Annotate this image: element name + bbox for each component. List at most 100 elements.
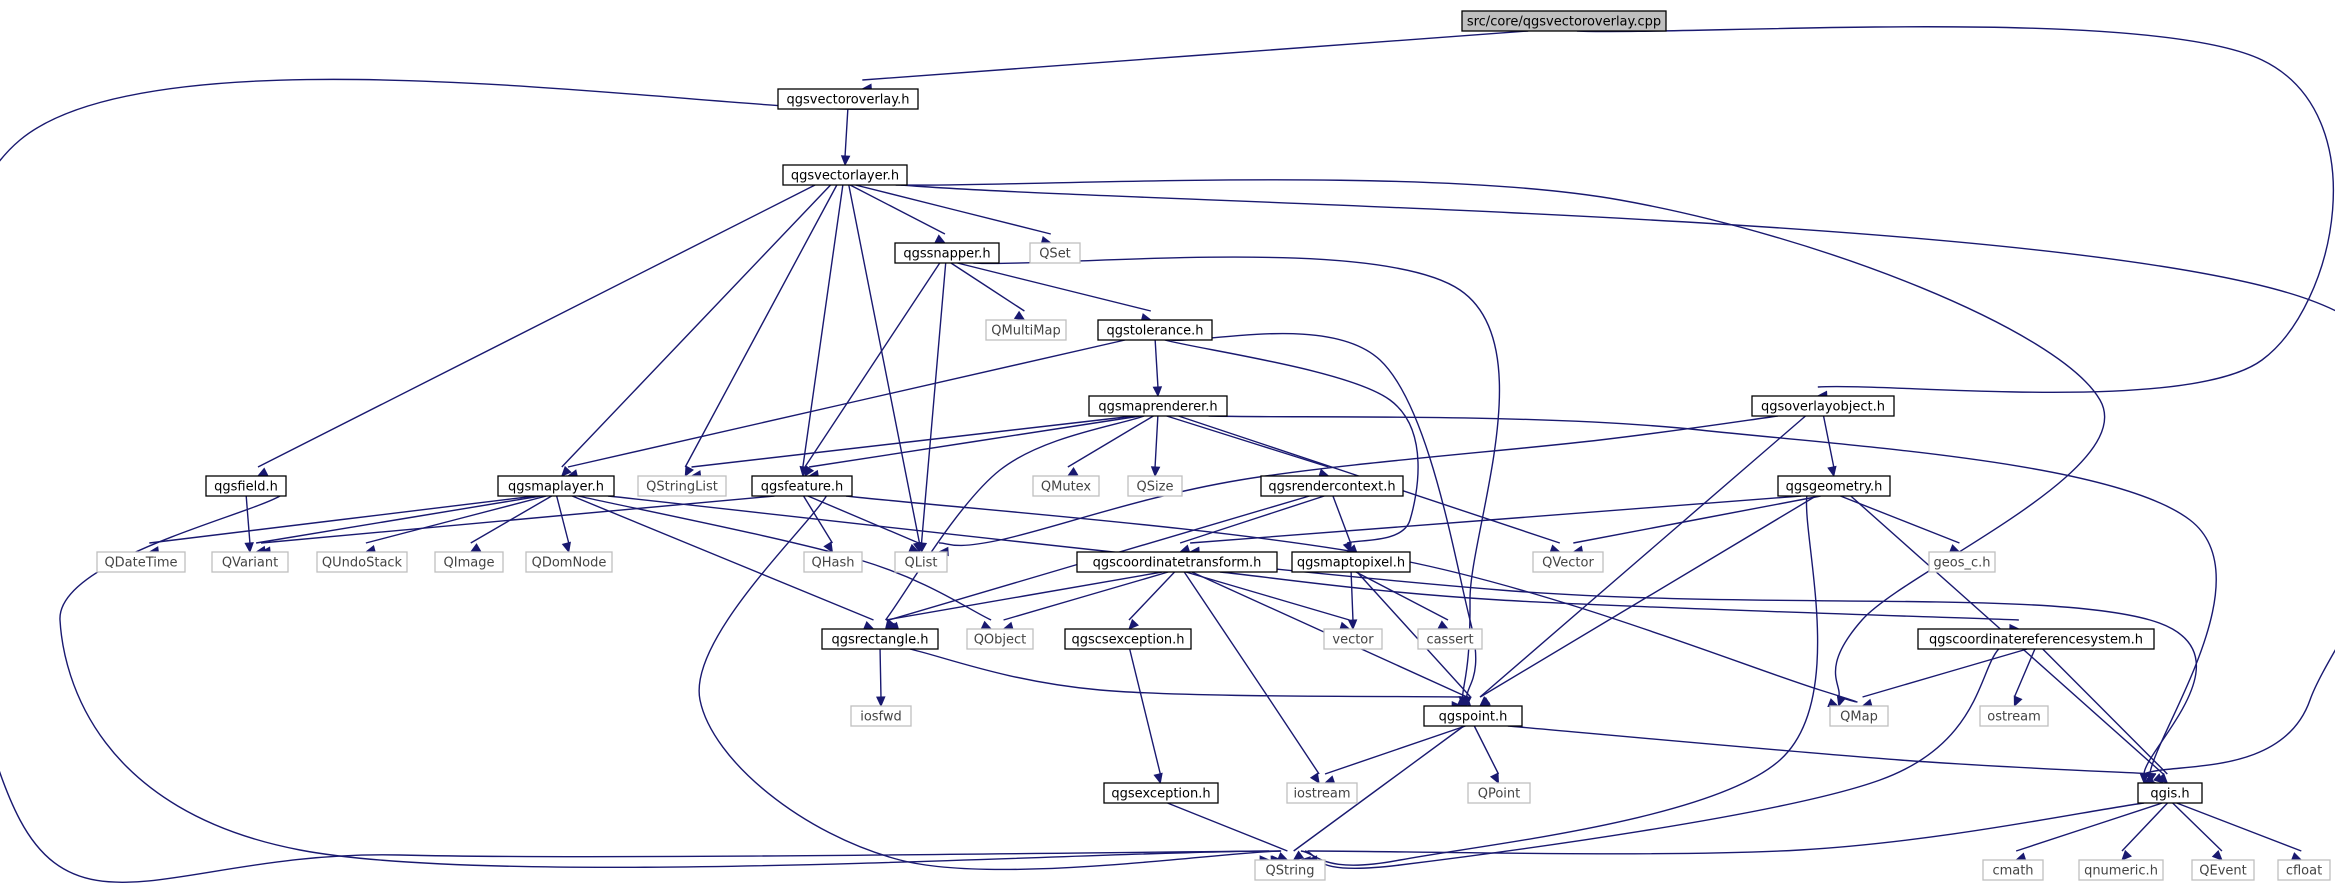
node-label: QSize [1137,480,1174,495]
arrowhead [1489,772,1500,785]
node-qgsexception[interactable]: qgsexception.h [1103,782,1219,804]
node-QStringList: QStringList [637,475,727,497]
edge-qgsvectorlayer-to-qgsmaplayer [560,184,832,477]
node-qgsrectangle[interactable]: qgsrectangle.h [821,628,939,650]
node-qgsmaptopixel[interactable]: qgsmaptopixel.h [1291,551,1411,573]
node-qgscoordinatereferencesystem[interactable]: qgscoordinatereferencesystem.h [1917,628,2155,650]
graph-nodes: src/core/qgsvectoroverlay.cpp qgsvectorov… [96,10,2331,881]
edge-qgsrendercontext-to-qgsmaptopixel [1332,495,1352,554]
edge-qgstolerance-to-qgsmaprenderer [1152,339,1163,398]
node-box [1032,475,1100,497]
node-label: cfloat [2286,864,2322,879]
node-label: qgspoint.h [1439,710,1508,725]
node-box [211,551,289,573]
arrowhead [1827,698,1840,707]
node-qnumeric: qnumeric.h [2078,859,2164,881]
edge-qgssnapper-to-qgstolerance [957,262,1153,323]
node-box [316,551,408,573]
node-label: QMap [1840,710,1878,725]
node-qgsfield[interactable]: qgsfield.h [205,475,287,497]
arrowhead [1827,465,1837,478]
node-qgssnapper[interactable]: qgssnapper.h [894,242,1000,264]
node-label: qgsmaprenderer.h [1098,400,1217,415]
node-box [1097,319,1213,341]
node-qgsmaplayer[interactable]: qgsmaplayer.h [497,475,615,497]
node-qgsvectoroverlay[interactable]: qgsvectoroverlay.h [777,88,919,110]
edge-qgsmaplayer-to-qgsrectangle [571,495,875,630]
node-box [850,705,912,727]
node-qgis[interactable]: qgis.h [2137,782,2203,804]
arrowhead [862,620,875,630]
node-label: iostream [1293,787,1350,802]
edge-qgsfeature-to-QHash [802,495,834,554]
arrowhead [1342,541,1352,554]
node-box [637,475,727,497]
edge-qgspoint-to-QPoint [1473,725,1500,785]
node-QImage: QImage [434,551,504,573]
node-label: QEvent [2199,864,2246,879]
node-box [1286,782,1358,804]
node-label: qgsfield.h [214,480,278,495]
node-QList: QList [894,551,948,573]
node-label: qgsmaptopixel.h [1297,556,1405,571]
node-iostream: iostream [1286,782,1358,804]
node-QMap: QMap [1829,705,1889,727]
arrowhead [1066,467,1079,477]
edge-qgsoverlayobject-to-qgspoint [1479,415,1806,707]
node-label: QObject [974,633,1027,648]
node-label: qgsoverlayobject.h [1761,400,1885,415]
arrowhead [1437,620,1450,630]
node-qgspoint[interactable]: qgspoint.h [1423,705,1523,727]
edge-qgscoordinatetransform-to-QObject [1002,571,1169,631]
node-label: QStringList [646,480,718,495]
node-label: qgstolerance.h [1106,324,1203,339]
edge-root-to-qgsvectoroverlay [861,30,1529,94]
node-label: cassert [1426,633,1473,648]
node-box [777,88,919,110]
node-box [1751,395,1895,417]
arrowhead [840,155,851,167]
node-box [1979,705,2049,727]
edge-qgsfield-to-QVariant [244,495,254,554]
node-qgsfeature[interactable]: qgsfeature.h [751,475,853,497]
arrowhead [256,467,269,477]
arrowhead [1276,852,1289,861]
node-qgscsexception[interactable]: qgscsexception.h [1064,628,1192,650]
node-qgsvectorlayer[interactable]: qgsvectorlayer.h [782,164,908,186]
arrowhead [917,542,928,554]
node-root[interactable]: src/core/qgsvectoroverlay.cpp [1461,10,1667,32]
edge-qgscoordinatetransform-to-qgscsexception [1128,571,1176,630]
edge-qgssnapper-to-qgsfeature [804,262,941,478]
node-label: QString [1265,864,1314,879]
edge-qgsmaptopixel-to-vector [1347,571,1358,631]
node-QObject: QObject [966,628,1034,650]
arrowhead [1347,619,1358,631]
arrowhead [2121,849,2132,861]
node-label: geos_c.h [1934,556,1991,571]
node-qgstolerance[interactable]: qgstolerance.h [1097,319,1213,341]
node-qgsmaprenderer[interactable]: qgsmaprenderer.h [1088,395,1228,417]
node-cfloat: cfloat [2277,859,2331,881]
node-QMultiMap: QMultiMap [985,319,1067,341]
arrowhead [1309,772,1320,785]
edge-qgssnapper-to-QList [917,262,947,554]
arrowhead [2013,695,2023,708]
arrowhead [2211,849,2223,861]
node-qgsgeometry[interactable]: qgsgeometry.h [1777,475,1891,497]
node-box [2277,859,2331,881]
node-qgsoverlayobject[interactable]: qgsoverlayobject.h [1751,395,1895,417]
edge-qgsmaplayer-to-QImage [469,495,553,553]
edge-qgis-to-qnumeric [2121,802,2169,861]
edge-root-to-qgsoverlayobject [1576,26,2334,401]
node-box [1417,628,1483,650]
node-box [1254,859,1326,881]
node-label: qgsrectangle.h [831,633,928,648]
node-qgscoordinatetransform[interactable]: qgscoordinatetransform.h [1076,551,1278,573]
node-label: qgscsexception.h [1071,633,1184,648]
node-box [894,551,948,573]
node-box [205,475,287,497]
arrowhead [823,541,834,554]
node-ostream: ostream [1979,705,2049,727]
graph-edges [0,26,2335,883]
node-qgsrendercontext[interactable]: qgsrendercontext.h [1260,475,1404,497]
